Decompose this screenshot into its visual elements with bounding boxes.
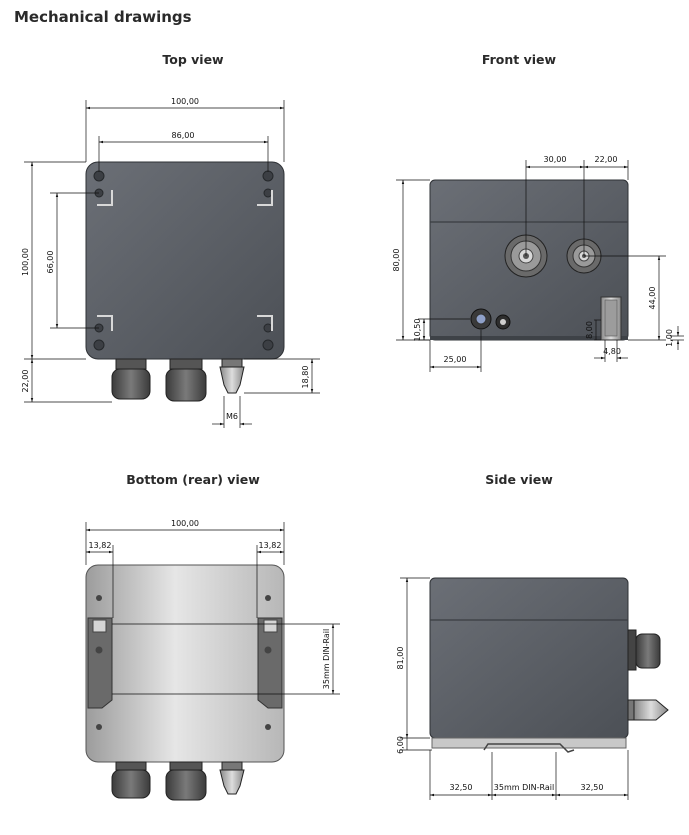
top-dim-height-overall: 100,00 (21, 248, 30, 276)
side-housing (429, 577, 629, 739)
front-dim-gland-edge: 22,00 (595, 155, 618, 164)
side-dim-left: 32,50 (450, 783, 473, 792)
bottom-dim-right-offset: 13,82 (259, 541, 282, 550)
top-dim-hole-spacing-x: 86,00 (172, 131, 195, 140)
top-dimension-lines (24, 100, 320, 428)
front-dim-height: 80,00 (392, 249, 401, 272)
top-view-title: Top view (162, 52, 224, 67)
top-screws (93, 170, 274, 351)
top-view-drawing: 100,00 86,00 100,00 66,00 22,00 18,80 M6 (21, 97, 320, 428)
top-dim-thread: M6 (226, 412, 238, 421)
front-dim-foot-width: 4,80 (603, 347, 621, 356)
side-gland (627, 629, 669, 721)
bottom-plate (85, 564, 285, 763)
side-dim-height: 81,00 (396, 647, 405, 670)
front-dim-foot-height: 8,00 (585, 321, 594, 339)
front-dim-led-offset: 25,00 (444, 355, 467, 364)
front-dim-foot-gap: 1,00 (665, 329, 674, 347)
top-cable-glands (111, 358, 245, 402)
top-dim-plug-protrusion: 18,80 (301, 366, 310, 389)
page-title: Mechanical drawings (14, 8, 192, 26)
bottom-din-clips (87, 617, 283, 709)
front-led-connector (470, 308, 511, 330)
side-din-clip (483, 743, 575, 753)
side-dim-rail: 35mm DIN-Rail (494, 783, 554, 792)
top-housing (85, 161, 285, 360)
side-dimension-lines (400, 577, 629, 800)
bottom-view-title: Bottom (rear) view (126, 472, 260, 487)
bottom-dim-left-offset: 13,82 (89, 541, 112, 550)
front-dim-gland-height: 44,00 (648, 287, 657, 310)
side-view-drawing: 81,00 6,00 32,50 35mm DIN-Rail 32,50 (396, 577, 669, 800)
bottom-dim-rail: 35mm DIN-Rail (322, 629, 331, 689)
bottom-view-drawing: 100,00 13,82 13,82 35mm DIN-Rail (85, 519, 340, 801)
side-dim-right: 32,50 (581, 783, 604, 792)
top-corner-marks (97, 190, 273, 331)
front-view-drawing: 30,00 22,00 80,00 44,00 10,50 25,00 8,00… (392, 155, 684, 372)
front-view-title: Front view (481, 52, 557, 67)
top-dim-gland-protrusion: 22,00 (21, 370, 30, 393)
top-dim-hole-spacing-y: 66,00 (46, 251, 55, 274)
bottom-screws (95, 595, 272, 730)
top-dim-width-overall: 100,00 (171, 97, 199, 106)
front-dim-led-height: 10,50 (413, 319, 422, 342)
side-view-title: Side view (485, 472, 553, 487)
bottom-cable-glands (111, 761, 245, 801)
front-dimension-lines (396, 160, 684, 372)
bottom-dimension-lines (85, 522, 340, 695)
front-dim-gland-spacing: 30,00 (544, 155, 567, 164)
side-dim-clip-height: 6,00 (396, 736, 405, 754)
side-mount-plate (431, 737, 627, 749)
bottom-dim-width: 100,00 (171, 519, 199, 528)
